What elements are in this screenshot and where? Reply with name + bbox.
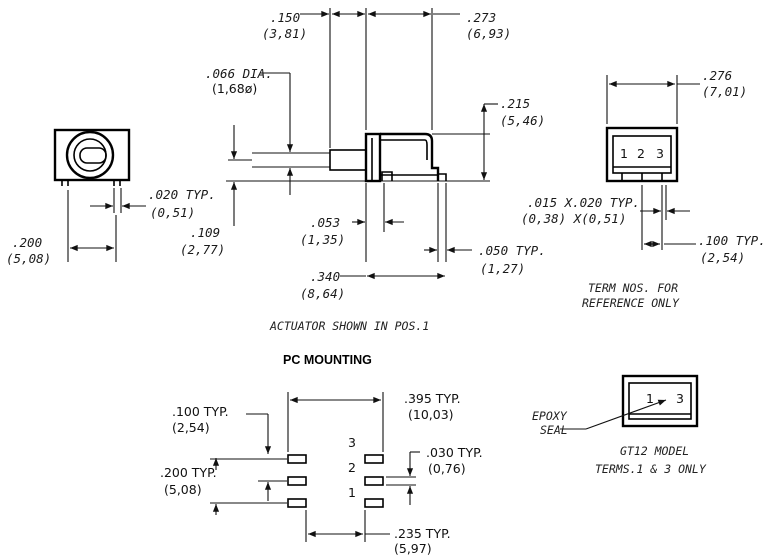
terminal-1: 1: [620, 146, 628, 161]
dim-150-mm: (3,81): [262, 26, 307, 41]
pad-right-3: [364, 454, 384, 464]
dim-020-in: .020 TYP.: [148, 187, 216, 202]
end-view-bushing-outer: [65, 130, 115, 180]
dim-340-mm: (8,64): [300, 286, 345, 301]
dim-100-in: .100 TYP.: [698, 233, 763, 248]
dim-215-in: .215: [500, 96, 530, 111]
side-view: [226, 8, 498, 280]
pad-right-2: [364, 476, 384, 486]
end-view-body: [53, 128, 131, 182]
bushing-flange: [364, 132, 382, 183]
dim-050-in: .050 TYP.: [478, 243, 546, 258]
pc-dim-100-in: .100 TYP.: [172, 404, 229, 419]
dim-215-mm: (5,46): [500, 113, 545, 128]
dim-100-mm: (2,54): [700, 250, 745, 265]
term-note-line1: TERM NOS. FOR: [588, 281, 678, 295]
dim-050-mm: (1,27): [480, 261, 525, 276]
gt12-body: [621, 374, 699, 428]
dim-053-in: .053: [310, 215, 340, 230]
pad-left-bot: [287, 498, 307, 508]
dim-109-mm: (2,77): [180, 242, 225, 257]
dim-015-in: .015 X.020 TYP.: [527, 195, 640, 210]
pc-mounting-pattern: [210, 392, 420, 542]
dim-276-mm: (7,01): [702, 84, 747, 99]
dim-340-in: .340: [310, 269, 340, 284]
pad-right-1: [364, 498, 384, 508]
pc-dim-235-mm: (5,97): [394, 541, 432, 556]
dim-066-in: .066 DIA.: [205, 66, 273, 81]
dim-109-in: .109: [190, 225, 220, 240]
terminal-3: 3: [656, 146, 664, 161]
pc-dim-395-in: .395 TYP.: [404, 391, 461, 406]
actuator-note: ACTUATOR SHOWN IN POS.1: [269, 319, 429, 333]
gt12-term-1: 1: [646, 391, 654, 406]
pc-dim-030-in: .030 TYP.: [426, 445, 483, 460]
pc-dim-030-mm: (0,76): [428, 461, 466, 476]
dim-273-in: .273: [466, 10, 496, 25]
pc-mounting-title: PC MOUNTING: [283, 353, 372, 367]
end-view-actuator: [79, 147, 107, 164]
pc-dim-100-mm: (2,54): [172, 420, 210, 435]
dim-200-in: .200: [12, 235, 42, 250]
pc-pin-3: 3: [348, 435, 356, 450]
terminal-view: [605, 75, 700, 250]
dim-015-mm: (0,38) X(0,51): [521, 211, 626, 226]
dim-200-mm: (5,08): [6, 251, 51, 266]
dim-150-in: .150: [270, 10, 300, 25]
gt12-terms-label: TERMS.1 & 3 ONLY: [595, 462, 707, 476]
pc-dim-395-mm: (10,03): [408, 407, 454, 422]
pc-pin-2: 2: [348, 460, 356, 475]
actuator-lever: [329, 149, 367, 171]
dim-273-mm: (6,93): [466, 26, 511, 41]
gt12-term-3: 3: [676, 391, 684, 406]
gt12-model-label: GT12 MODEL: [620, 444, 689, 458]
dim-053-mm: (1,35): [300, 232, 345, 247]
pad-left-top: [287, 454, 307, 464]
pc-dim-200-mm: (5,08): [164, 482, 202, 497]
pc-pin-1: 1: [348, 485, 356, 500]
term-note-line2: REFERENCE ONLY: [582, 296, 680, 310]
terminal-2: 2: [637, 146, 645, 161]
end-view: [53, 128, 146, 262]
pc-dim-200-in: .200 TYP.: [160, 465, 217, 480]
end-view-bushing-inner: [73, 138, 107, 172]
epoxy-label-1: EPOXY: [532, 409, 568, 423]
dim-020-mm: (0,51): [150, 205, 195, 220]
gt12-view: [560, 374, 699, 430]
dim-276-in: .276: [702, 68, 732, 83]
pad-left-mid: [287, 476, 307, 486]
epoxy-label-2: SEAL: [540, 423, 568, 437]
pc-dim-235-in: .235 TYP.: [394, 526, 451, 541]
dim-066-mm: (1,68ø): [212, 81, 257, 96]
